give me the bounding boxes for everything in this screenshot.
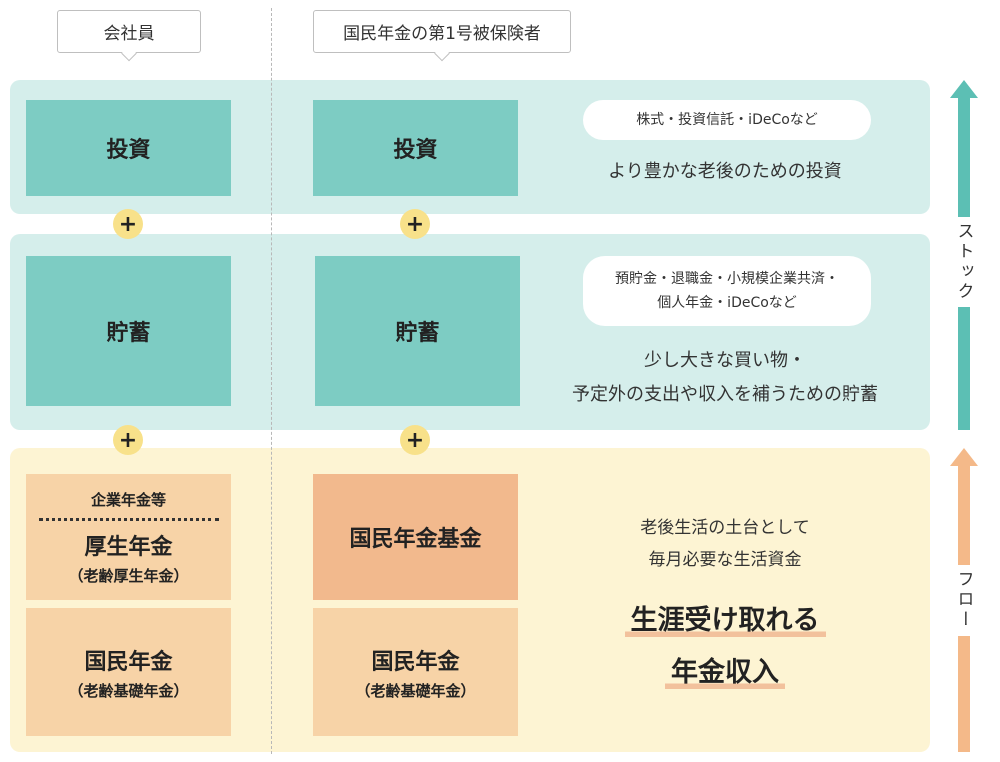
savings-description: 少し大きな買い物・ 予定外の支出や収入を補うための貯蓄 [540,344,910,412]
flow-arrow-up-icon [950,448,978,466]
employee-investment-box: 投資 [26,100,231,196]
header-national-pension-label: 国民年金の第1号被保険者 [343,24,541,44]
savings-description-line1: 少し大きな買い物・ [644,350,806,371]
stock-arrow-upper-shaft [958,97,970,217]
employees-pension-sub-label: （老齢厚生年金） [68,566,189,585]
lifetime-income-line1-wrap: 生涯受け取れる [540,598,910,637]
national-savings-box: 貯蓄 [315,256,520,406]
investment-examples-pill: 株式・投資信託・iDeCoなど [583,100,871,140]
plus-icon: + [113,209,143,239]
national-national-pension-box: 国民年金 （老齢基礎年金） [313,608,518,736]
pension-description-line1: 老後生活の土台として [640,518,810,538]
flow-arrow-lower-shaft [958,636,970,752]
national-investment-box: 投資 [313,100,518,196]
employee-national-pension-box: 国民年金 （老齢基礎年金） [26,608,231,736]
employee-national-pension-label: 国民年金 [84,649,173,675]
flow-label: フロー [953,570,974,630]
employees-pension-label: 厚生年金 [84,534,173,560]
national-pension-fund-box: 国民年金基金 [313,474,518,600]
lifetime-income-line1: 生涯受け取れる [624,598,826,637]
savings-examples-line1: 預貯金・退職金・小規模企業共済・ [615,271,839,287]
plus-icon: + [400,425,430,455]
header-employee-label: 会社員 [103,24,155,44]
stock-arrow-lower-shaft [958,307,970,430]
employee-corporate-pension-box: 企業年金等 厚生年金 （老齢厚生年金） [26,474,231,600]
employee-savings-box: 貯蓄 [26,256,231,406]
savings-description-line2: 予定外の支出や収入を補うための貯蓄 [572,384,878,405]
column-divider [271,8,272,754]
national-savings-label: 貯蓄 [395,321,440,346]
dotted-separator [38,517,219,521]
employee-national-pension-sub-label: （老齢基礎年金） [68,681,189,700]
header-national-pension: 国民年金の第1号被保険者 [313,10,571,53]
national-investment-label: 投資 [393,138,438,163]
employee-investment-label: 投資 [106,138,151,163]
national-pension-fund-label: 国民年金基金 [349,527,482,552]
stock-arrow-up-icon [950,80,978,98]
corporate-pension-label: 企業年金等 [90,490,166,509]
savings-examples-pill: 預貯金・退職金・小規模企業共済・ 個人年金・iDeCoなど [583,256,871,326]
lifetime-income-line2-wrap: 年金収入 [540,650,910,689]
plus-icon: + [113,425,143,455]
pension-description: 老後生活の土台として 毎月必要な生活資金 [540,512,910,576]
investment-examples: 株式・投資信託・iDeCoなど [636,112,818,128]
savings-examples-line2: 個人年金・iDeCoなど [657,295,797,311]
national-national-pension-label: 国民年金 [371,649,460,675]
lifetime-income-line2: 年金収入 [665,650,785,689]
employee-savings-label: 貯蓄 [106,321,151,346]
national-national-pension-sub-label: （老齢基礎年金） [355,681,476,700]
pension-description-line2: 毎月必要な生活資金 [648,550,802,570]
investment-description: より豊かな老後のための投資 [608,161,842,182]
header-employee: 会社員 [57,10,201,53]
plus-icon: + [400,209,430,239]
stock-label: ストック [953,222,974,302]
flow-arrow-upper-shaft [958,465,970,565]
